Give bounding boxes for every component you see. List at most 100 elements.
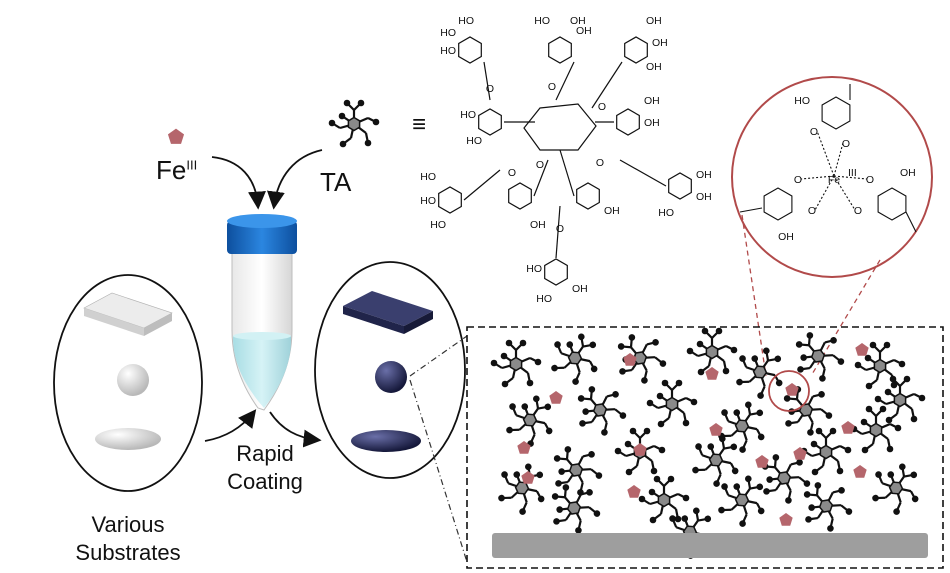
fe-star-icon <box>855 343 869 356</box>
coated-substrates-group <box>314 261 466 479</box>
iron-center-label: Fe <box>828 174 840 186</box>
coated-sphere <box>375 361 407 393</box>
coordination-bond <box>814 175 835 211</box>
coated-slab <box>343 291 433 334</box>
hydroxyl-label: OH <box>572 283 588 295</box>
fe-arrow-icon <box>211 156 266 210</box>
complex-oxygen-label: O <box>810 126 818 138</box>
uncoated-sphere <box>117 364 149 396</box>
benzene-ring <box>478 108 502 136</box>
hydroxyl-label: HO <box>458 15 474 27</box>
hydroxyl-label: HO <box>658 207 674 219</box>
hydroxyl-label: HO <box>534 15 550 27</box>
oxygen-label: O <box>548 81 556 93</box>
benzene-ring <box>438 186 462 214</box>
hydroxyl-label: OH <box>530 219 546 231</box>
fe-star-icon <box>627 485 641 498</box>
fe-star-icon <box>779 513 793 526</box>
ester-bond <box>591 61 623 109</box>
oxygen-label: O <box>556 223 564 235</box>
ta-molecule-icon <box>539 434 612 506</box>
iron-oxidation-label: III <box>848 167 857 179</box>
ester-bond <box>555 205 561 259</box>
hydroxyl-label: OH <box>576 25 592 37</box>
inset-connector-left <box>741 214 767 377</box>
fe-star-icon <box>785 383 799 396</box>
oxygen-label: O <box>598 101 606 113</box>
zoom-line-top <box>409 335 468 377</box>
complex-hydroxyl: HO <box>794 95 810 107</box>
hydroxyl-label: OH <box>644 117 660 129</box>
uncoated-ellipsoid <box>95 428 161 450</box>
methyl-bond <box>905 211 917 233</box>
glucose-ring <box>523 103 597 151</box>
ta-molecule-icon <box>706 464 778 535</box>
ta-molecule-icon <box>789 470 862 542</box>
ta-molecule-icon <box>486 452 558 523</box>
hydroxyl-label: HO <box>460 109 476 121</box>
ester-bond <box>619 159 667 187</box>
network-highlight-circle <box>768 370 810 412</box>
coordination-bond <box>833 175 868 180</box>
complex-oxygen-label: O <box>842 138 850 150</box>
oxygen-label: O <box>486 83 494 95</box>
tube-cap <box>227 221 297 254</box>
hydroxyl-label: HO <box>430 219 446 231</box>
reaction-tube <box>227 214 297 411</box>
hydroxyl-label: HO <box>420 195 436 207</box>
oxygen-label: O <box>508 167 516 179</box>
hydroxyl-label: HO <box>526 263 542 275</box>
coated-ellipsoid <box>351 430 421 452</box>
benzene-ring <box>616 108 640 136</box>
ta-molecule-icon <box>781 320 854 392</box>
complex-hydroxyl: OH <box>900 167 916 179</box>
fe-star-icon <box>705 367 719 380</box>
ta-molecule-icon <box>489 338 543 389</box>
equivalence-symbol: ≡ <box>412 111 426 138</box>
fe-ta-network <box>486 320 932 567</box>
fe-star-icon <box>549 391 563 404</box>
coordination-bond <box>816 130 835 177</box>
benzene-ring <box>508 182 532 210</box>
coordination-bond <box>800 175 835 180</box>
hydroxyl-label: OH <box>604 205 620 217</box>
complex-oxygen-label: O <box>794 174 802 186</box>
benzene-ring <box>544 258 568 286</box>
ta-molecule-icon <box>849 404 903 455</box>
substrate-bar <box>492 533 928 558</box>
benzene-ring <box>576 182 600 210</box>
fe-star-icon <box>709 423 723 436</box>
fe-label: FeIII <box>156 155 198 185</box>
zoom-line-bottom <box>409 379 468 563</box>
hydroxyl-label: OH <box>696 169 712 181</box>
complex-inset-circle <box>731 76 933 278</box>
ta-molecule-icon <box>860 452 932 523</box>
hydroxyl-label: HO <box>420 171 436 183</box>
ta-molecule-icon <box>645 378 699 429</box>
coordination-bond <box>833 142 844 177</box>
ester-bond <box>533 159 549 197</box>
uncoated-slab <box>83 292 173 336</box>
ta-molecule-icon <box>563 374 636 446</box>
ta-molecule-icon <box>537 472 610 544</box>
hydroxyl-label: HO <box>466 135 482 147</box>
ta-molecule-icon <box>539 322 611 393</box>
ester-bond <box>559 149 575 197</box>
ta-arrow-icon <box>266 149 323 210</box>
hydroxyl-label: HO <box>440 27 456 39</box>
catechol-ring <box>763 187 793 221</box>
benzene-ring <box>548 36 572 64</box>
benzene-ring <box>624 36 648 64</box>
ta-molecule-icon <box>637 474 691 525</box>
oxygen-label: O <box>536 159 544 171</box>
network-zoom-box <box>466 326 944 569</box>
fe-star-icon <box>521 471 535 484</box>
ta-molecule-icon <box>680 424 752 495</box>
benzene-ring <box>458 36 482 64</box>
ester-bond <box>463 169 501 201</box>
complex-hydroxyl: OH <box>778 231 794 243</box>
